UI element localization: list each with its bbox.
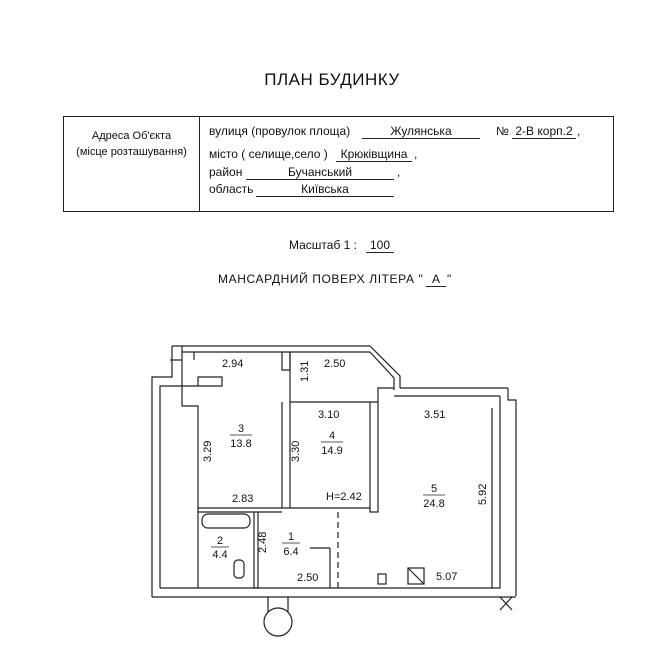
- dim-3-10: 3.10: [318, 409, 339, 421]
- scale-value: 100: [366, 238, 394, 253]
- outer-wall-right: [507, 388, 517, 596]
- address-table: [63, 116, 614, 212]
- address-label-line2: (місце розташування): [76, 146, 187, 158]
- room-area: 6.4: [283, 546, 298, 558]
- room-label-5: 5 24.8: [423, 483, 445, 510]
- outer-wall-bay-inner: [369, 351, 395, 390]
- stove-diagonal: [407, 567, 425, 585]
- room-number: 3: [238, 423, 244, 435]
- room-number: 5: [431, 483, 437, 495]
- column-icon: [263, 607, 293, 637]
- dim-2-48: 2.48: [257, 532, 269, 553]
- number-label: №: [496, 124, 509, 138]
- dim-2-50-bottom: 2.50: [297, 572, 318, 584]
- address-label-line1: Адреса Об'єкта: [91, 130, 172, 142]
- room-area: 13.8: [230, 438, 251, 450]
- outer-wall-left-inner: [159, 346, 183, 588]
- wall-pier: [182, 376, 223, 387]
- height-label: H=2.42: [326, 491, 362, 503]
- inner-wall-left: [181, 386, 199, 588]
- dim-3-51: 3.51: [424, 409, 445, 421]
- comma: ,: [397, 165, 401, 179]
- dim-3-30: 3.30: [290, 441, 302, 462]
- room-number: 4: [329, 430, 335, 442]
- room-label-2: 2 4.4: [211, 535, 229, 561]
- room-area: 24.8: [423, 498, 444, 510]
- dim-2-83: 2.83: [232, 493, 253, 505]
- comma: ,: [577, 124, 581, 138]
- region-label: область: [209, 182, 254, 196]
- page-title: ПЛАН БУДИНКУ: [264, 70, 400, 89]
- district-label: район: [209, 165, 243, 179]
- floor-litera: А: [426, 272, 446, 287]
- dim-2-94: 2.94: [222, 358, 243, 370]
- toilet-icon: [233, 559, 245, 579]
- city-value: Крюківщина: [336, 147, 412, 162]
- outer-wall-left: [151, 346, 173, 597]
- partition-4-top: [290, 387, 394, 403]
- dim-2-50-top: 2.50: [324, 358, 345, 370]
- outer-wall-right-inner: [492, 396, 501, 589]
- dim-3-29: 3.29: [202, 441, 214, 462]
- floor-label: МАНСАРДНИЙ ПОВЕРХ ЛІТЕРА ": [218, 272, 424, 286]
- room-area: 14.9: [321, 445, 342, 457]
- room-area: 4.4: [212, 549, 227, 561]
- dim-5-92: 5.92: [477, 484, 489, 505]
- partition-2-1: [253, 512, 259, 589]
- district-value: Бучанський: [246, 165, 394, 180]
- partition-3-4: [281, 402, 291, 509]
- plan-walls: [151, 345, 517, 637]
- region-value: Київська: [256, 182, 394, 197]
- floor-closing-quote: ": [447, 272, 452, 286]
- room-number: 1: [288, 531, 294, 543]
- city-label: місто ( селище,село ): [209, 147, 328, 161]
- comma: ,: [414, 147, 418, 161]
- partition-4-5: [369, 402, 379, 513]
- number-value: 2-В корп.2: [512, 124, 576, 139]
- street-label: вулиця (провулок площа): [209, 124, 351, 138]
- dim-1-31: 1.31: [299, 361, 311, 382]
- street-value: Жулянська: [362, 124, 480, 139]
- corner-line: [499, 596, 513, 611]
- outer-wall-bay: [369, 345, 401, 388]
- address-table-divider: [199, 116, 200, 212]
- room-number: 2: [217, 535, 223, 547]
- room-label-1: 1 6.4: [282, 531, 300, 558]
- room-label-3: 3 13.8: [230, 423, 252, 450]
- dim-5-07: 5.07: [436, 571, 457, 583]
- room-label-4: 4 14.9: [321, 430, 343, 457]
- bathtub-icon: [201, 513, 251, 529]
- partition-shaft: [281, 352, 291, 371]
- stove-icon: [407, 567, 425, 585]
- vent-icon: [377, 573, 387, 585]
- scale-label: Масштаб 1 :: [289, 238, 358, 252]
- address-label: Адреса Об'єкта (місце розташування): [64, 128, 199, 160]
